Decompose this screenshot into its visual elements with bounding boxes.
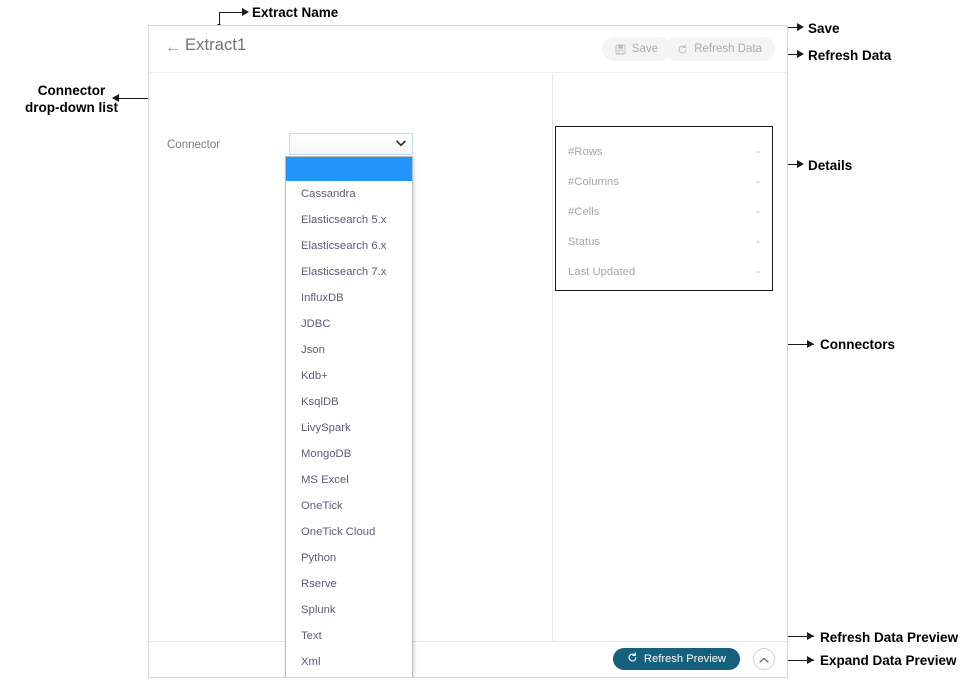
annotation-refresh-data: Refresh Data — [808, 48, 892, 63]
detail-label: #Rows — [568, 146, 603, 158]
back-arrow-icon[interactable]: ← — [165, 39, 181, 56]
detail-label: Last Updated — [568, 266, 636, 278]
chevron-up-icon — [759, 652, 769, 667]
refresh-data-button-label: Refresh Data — [694, 43, 762, 55]
window-body: Connector Cassandra Elasticsearch 5.x El… — [149, 73, 787, 677]
save-disk-icon — [615, 44, 626, 55]
chevron-down-icon — [396, 140, 406, 149]
annotation-arrow-refresh-data — [797, 50, 804, 58]
annotation-leader-extract-name-h — [219, 12, 246, 14]
connector-option[interactable]: LivySpark — [301, 422, 351, 434]
annotation-extract-name: Extract Name — [252, 5, 339, 20]
annotation-leader-extract-name-v — [219, 13, 221, 27]
connector-option[interactable]: Text — [301, 630, 322, 642]
refresh-data-button[interactable]: Refresh Data — [664, 37, 775, 61]
annotation-arrow-connector — [112, 94, 119, 102]
connector-option[interactable]: JDBC — [301, 318, 331, 330]
annotation-arrow-rdp — [807, 632, 814, 640]
connector-option[interactable]: OneTick — [301, 500, 343, 512]
panel-divider — [552, 73, 553, 642]
connector-option[interactable]: Cassandra — [301, 188, 356, 200]
detail-value: - — [756, 206, 760, 218]
detail-row: Status - — [568, 227, 760, 257]
connector-field-label: Connector — [167, 139, 221, 151]
connector-option[interactable]: Json — [301, 344, 325, 356]
detail-label: #Cells — [568, 206, 600, 218]
annotation-expand-data-preview: Expand Data Preview — [820, 653, 957, 668]
annotation-details: Details — [808, 158, 853, 173]
connector-option[interactable]: Kdb+ — [301, 370, 328, 382]
connector-option[interactable]: Xml — [301, 656, 321, 668]
refresh-circular-arrow-icon — [627, 652, 638, 666]
connector-option[interactable]: Elasticsearch 7.x — [301, 266, 387, 278]
annotation-refresh-data-preview: Refresh Data Preview — [820, 630, 959, 645]
annotation-leader-connector-h — [119, 98, 161, 100]
annotation-save: Save — [808, 21, 840, 36]
window-footer: Refresh Preview — [149, 641, 787, 677]
refresh-circular-arrow-icon — [677, 43, 688, 55]
annotation-connectors: Connectors — [820, 337, 896, 352]
detail-value: - — [756, 236, 760, 248]
detail-row: #Rows - — [568, 137, 760, 167]
details-panel: #Rows - #Columns - #Cells - Status - Las… — [555, 126, 773, 291]
connector-option[interactable]: OneTick Cloud — [301, 526, 376, 538]
save-button-label: Save — [631, 43, 658, 55]
extract-editor-window: ← Extract1 Save Refresh Data — [148, 25, 788, 678]
refresh-preview-button[interactable]: Refresh Preview — [612, 648, 740, 670]
detail-label: Status — [568, 236, 601, 248]
detail-row: #Cells - — [568, 197, 760, 227]
detail-row: #Columns - — [568, 167, 760, 197]
connector-option[interactable]: Rserve — [301, 578, 337, 590]
window-header: ← Extract1 Save Refresh Data — [149, 26, 787, 73]
detail-label: #Columns — [568, 176, 619, 188]
connector-option[interactable]: Python — [301, 552, 337, 564]
page-title: Extract1 — [185, 36, 247, 54]
annotation-arrow-save — [797, 23, 804, 31]
connector-option[interactable]: InfluxDB — [301, 292, 344, 304]
annotation-arrow-connectors — [807, 340, 814, 348]
refresh-preview-button-label: Refresh Preview — [643, 653, 726, 665]
detail-value: - — [756, 176, 760, 188]
connector-option[interactable]: MS Excel — [301, 474, 349, 486]
annotation-arrow-extract-name — [242, 8, 249, 16]
connector-option[interactable]: MongoDB — [301, 448, 352, 460]
annotation-arrow-details — [797, 160, 804, 168]
detail-value: - — [756, 146, 760, 158]
annotation-arrow-edp — [807, 656, 814, 664]
connector-dropdown-list[interactable]: Cassandra Elasticsearch 5.x Elasticsearc… — [285, 156, 413, 677]
connector-option[interactable]: Elasticsearch 5.x — [301, 214, 387, 226]
connector-option-selected[interactable] — [286, 157, 412, 181]
annotation-leader-edp-h — [770, 660, 814, 662]
detail-value: - — [756, 266, 760, 278]
save-button[interactable]: Save — [601, 37, 671, 61]
detail-row: Last Updated - — [568, 257, 760, 287]
connector-option[interactable]: Splunk — [301, 604, 336, 616]
connector-select[interactable] — [289, 133, 413, 155]
connector-option[interactable]: Elasticsearch 6.x — [301, 240, 387, 252]
expand-preview-button[interactable] — [753, 648, 775, 670]
connector-option[interactable]: KsqlDB — [301, 396, 339, 408]
annotation-connector-dropdown-list: Connector drop-down list — [25, 83, 118, 116]
